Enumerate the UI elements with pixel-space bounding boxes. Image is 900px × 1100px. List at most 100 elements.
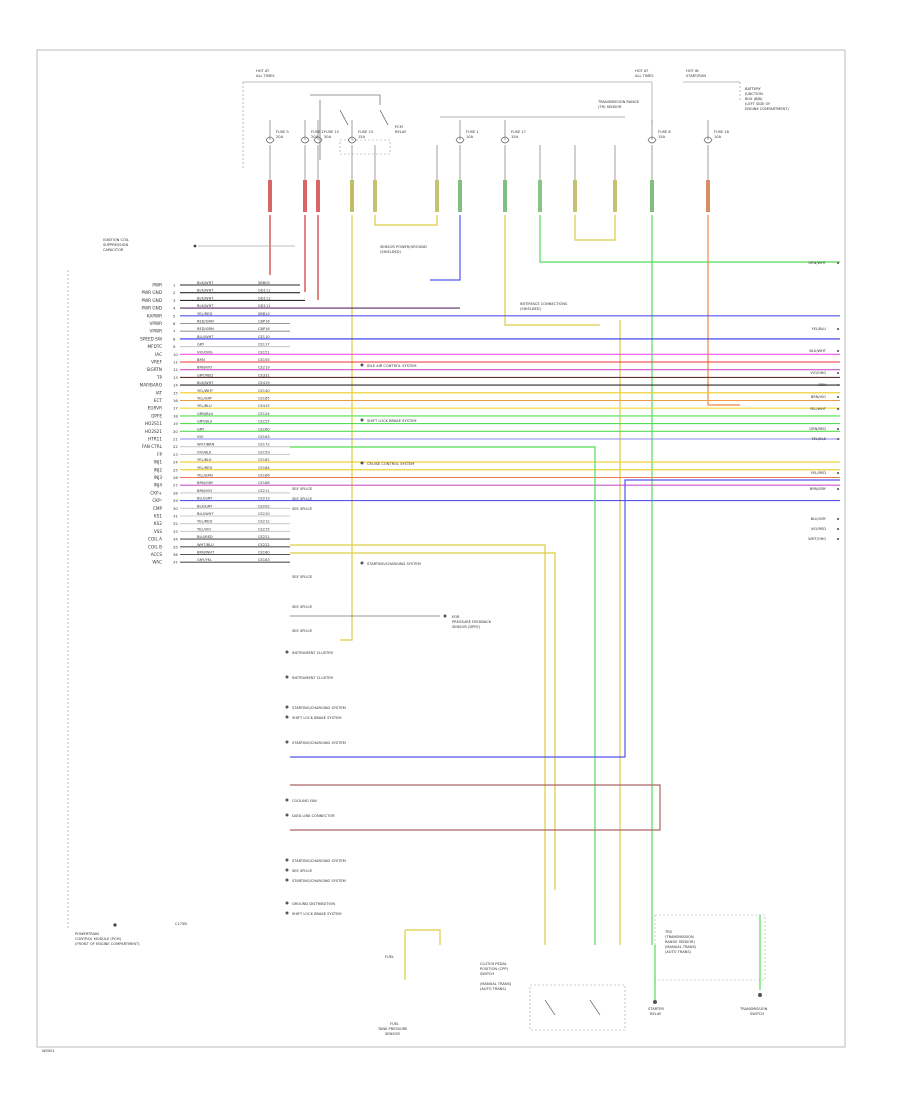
circuit-id: CE212 [258,520,270,524]
hot-left-line2: ALL TIMES [256,74,275,78]
circuit-id: SBB05 [258,281,270,285]
svg-text:BOX (BJB): BOX (BJB) [745,97,763,101]
fuse-body [650,180,654,212]
circuit-id: CE165 [258,397,270,401]
pin-number: 33 [173,529,178,534]
wire-color: VIO/BLK [197,450,212,454]
pin-label: KAPWR [147,313,162,318]
right-wire-label: YEL/BLK [811,437,826,441]
pin-number: 27 [173,483,178,488]
pin-label: PWR GND [141,306,162,311]
right-wire-label: WHT/ORG [808,537,826,541]
fuse-rating: 15A [658,135,666,139]
svg-text:SWITCH: SWITCH [480,972,494,976]
pin-label: INJ4 [154,483,163,488]
egr-sensor-label: EGR PRESSURE FEEDBACK SENSOR (DPFE) [452,615,492,629]
right-wire-label: YEL/WHT [810,407,827,411]
right-wire-labels: GRN/WHTYEL/BLUBLU/WHTVIO/ORGBRNBRN/VIOYE… [808,261,840,541]
pin-label: MFDTC [148,344,163,349]
wire-color: BLK/WHT [197,289,214,293]
wire-color: BLU/GRY [197,497,213,501]
wire-color: BRN/GRY [197,481,214,485]
wire-color: YEL/VIO [197,527,211,531]
svg-text:SENSOR: SENSOR [385,1032,400,1036]
pin-number: 34 [173,537,178,542]
fuse-body [458,180,462,212]
svg-text:(SHIELDED): (SHIELDED) [380,250,402,254]
wire-color: VIO [197,435,204,439]
circuit-id: CE160 [258,427,270,431]
wire-color: BRN [197,358,205,362]
svg-text:TRS: TRS [664,930,673,934]
sensor-power-ground-label: SENSOR POWER/GROUND (SHIELDED) [380,245,427,254]
circuit-id: CE140 [258,389,270,393]
circuit-id: CBP16 [258,327,270,331]
pin-label: KS1 [154,514,162,519]
fuse-rating: 20A [276,135,284,139]
wire-color: BRN/VIO [197,366,212,370]
pin-number: 8 [173,336,176,341]
pin-label: SPEED SW [140,336,162,341]
svg-text:(SHIELDED): (SHIELDED) [520,307,542,311]
connector-stub [373,145,377,212]
fuse-rating: 30A [324,135,332,139]
vertical-feeds [269,215,840,945]
pin-label: INJ3 [154,475,163,480]
pin-label: HTR11 [148,437,162,442]
svg-text:RELAY: RELAY [395,130,407,134]
diagram-frame [36,49,846,1048]
fuel-tank-label: FUEL TANK PRESSURE SENSOR [377,1022,408,1036]
pin-label: FAN CTRL [142,444,163,449]
see-splice-6: SEE SPLICE [292,629,313,633]
hot-start-run-1: HOT IN [686,69,699,73]
svg-text:SENSOR POWER/GROUND: SENSOR POWER/GROUND [380,245,427,249]
pin-number: 32 [173,521,178,526]
wire-color: BLU/WHT [197,512,214,516]
pin-number: 29 [173,498,178,503]
right-wire-label: GRN/RED [809,427,826,431]
fuse-rating: 20A [311,135,319,139]
right-wire-label: YEL/BLU [811,327,826,331]
svg-text:SWITCH: SWITCH [750,1012,764,1016]
pin-number: 22 [173,444,178,449]
pin-label: ACCS [151,552,163,557]
wire-color: YEL/RED [197,312,212,316]
wire-color: VIO/ORG [197,350,213,354]
hot-left-line1: HOT AT [256,69,270,73]
wire-color: RED/GRN [197,320,214,324]
battery-junction-box-label: BATTERY JUNCTION BOX (BJB) (LEFT SIDE OF… [744,87,789,111]
fuse-rating: 10A [714,135,722,139]
wire-color: BLK/WHT [197,281,214,285]
right-wire-label: BRN/VIO [811,395,826,399]
pin-label: PWR GND [141,290,162,295]
fuse-body [503,180,507,212]
pin-label: MAP/BARO [140,383,163,388]
hot-start-run-2: START/RUN [686,74,706,78]
svg-text:ENGINE COMPARTMENT): ENGINE COMPARTMENT) [745,107,789,111]
svg-text:TRANSMISSION: TRANSMISSION [739,1007,768,1011]
svg-text:IGNITION COIL: IGNITION COIL [103,238,129,242]
pcm-relay: PCM RELAY [310,94,407,160]
pin-label: SIGRTN [147,367,162,372]
svg-text:EGR: EGR [452,615,460,619]
pin-number: 24 [173,460,178,465]
svg-text:PCM: PCM [395,125,403,129]
pin-number: 17 [173,406,178,411]
fuse-name: FUSE 17 [511,130,526,134]
svg-text:SENSOR (DPFE): SENSOR (DPFE) [452,625,481,629]
pin-label: PWR [152,283,162,288]
fuse-rating: 15A [511,135,519,139]
idle-air-control-label: IDLE AIR CONTROL SYSTEM [367,364,416,368]
